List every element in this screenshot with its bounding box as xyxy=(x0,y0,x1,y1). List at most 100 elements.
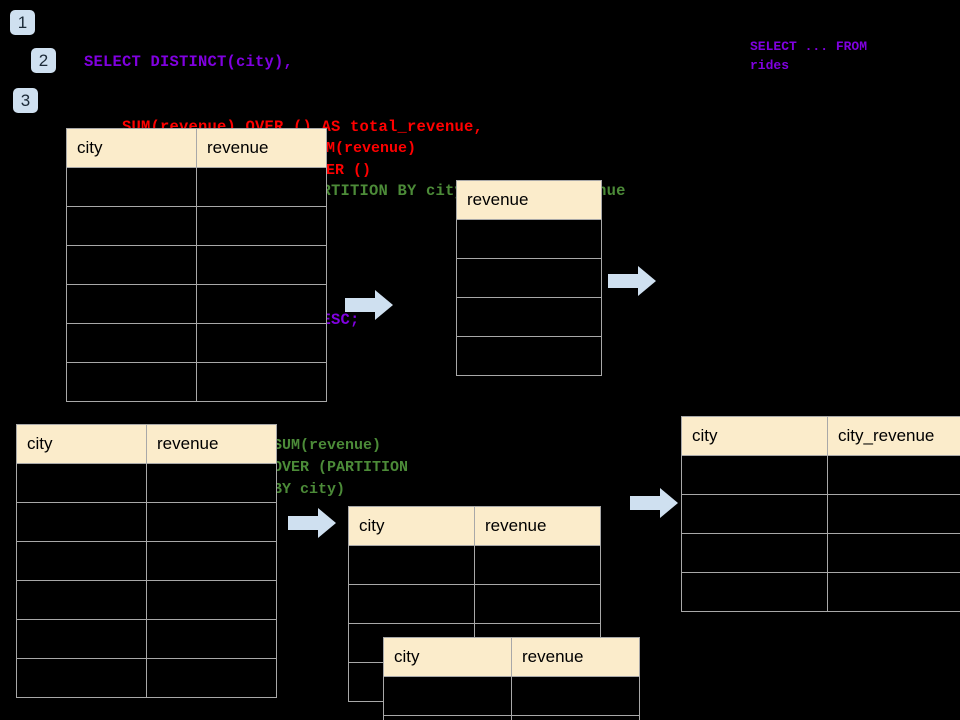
table-cell xyxy=(146,463,277,503)
column-header-revenue: revenue xyxy=(511,637,640,677)
table-cell xyxy=(827,572,960,612)
table-row xyxy=(348,584,601,624)
column-header-city: city xyxy=(681,416,828,456)
table-row xyxy=(681,533,960,573)
step-badge-2: 2 xyxy=(31,48,56,73)
table-total-revenue: revenue xyxy=(456,180,602,376)
table-cell xyxy=(383,715,512,720)
table-cell xyxy=(456,336,602,376)
table-cell xyxy=(474,545,601,585)
table-cell xyxy=(196,284,327,324)
table-row xyxy=(383,715,640,720)
table-row xyxy=(66,284,327,324)
table-rides-bottom: city revenue xyxy=(16,424,277,698)
table-cell xyxy=(827,494,960,534)
table-row xyxy=(16,658,277,698)
table-cell xyxy=(348,545,475,585)
table-cell xyxy=(196,206,327,246)
sidenote-select-from-rides: SELECT ... FROM rides xyxy=(750,39,868,73)
table-cell xyxy=(196,323,327,363)
table-row xyxy=(681,455,960,495)
column-header-city: city xyxy=(348,506,475,546)
table-row xyxy=(383,676,640,716)
table-cell xyxy=(16,619,147,659)
table-header-row: city revenue xyxy=(383,637,640,677)
table-row xyxy=(66,245,327,285)
table-body xyxy=(16,463,277,698)
table-cell xyxy=(16,463,147,503)
table-row xyxy=(66,362,327,402)
table-cell xyxy=(681,572,828,612)
flow-arrow-icon xyxy=(288,508,336,538)
table-row xyxy=(456,258,602,298)
column-header-city-revenue: city_revenue xyxy=(827,416,960,456)
table-cell xyxy=(16,580,147,620)
step-badge-3: 3 xyxy=(13,88,38,113)
table-cell xyxy=(681,494,828,534)
table-body xyxy=(66,167,327,402)
table-header-row: city revenue xyxy=(66,128,327,168)
column-header-revenue: revenue xyxy=(196,128,327,168)
table-cell xyxy=(474,584,601,624)
table-cell xyxy=(827,455,960,495)
column-header-revenue: revenue xyxy=(146,424,277,464)
table-cell xyxy=(146,580,277,620)
flow-arrow-icon xyxy=(345,290,393,320)
table-row xyxy=(16,541,277,581)
table-cell xyxy=(827,533,960,573)
table-cell xyxy=(66,245,197,285)
table-header-row: city revenue xyxy=(348,506,601,546)
sql-line-select: SELECT DISTINCT(city), xyxy=(84,53,294,71)
table-cell xyxy=(66,284,197,324)
column-header-city: city xyxy=(66,128,197,168)
table-header-row: city city_revenue xyxy=(681,416,960,456)
table-cell xyxy=(146,502,277,542)
table-partition-b: city revenue xyxy=(383,637,640,720)
table-cell xyxy=(681,533,828,573)
table-body xyxy=(383,676,640,720)
table-header-row: city revenue xyxy=(16,424,277,464)
table-row xyxy=(66,167,327,207)
table-cell xyxy=(16,541,147,581)
table-row xyxy=(681,494,960,534)
table-body xyxy=(456,219,602,376)
table-cell xyxy=(146,541,277,581)
table-row xyxy=(16,580,277,620)
table-cell xyxy=(16,658,147,698)
table-cell xyxy=(16,502,147,542)
flow-arrow-icon xyxy=(630,488,678,518)
table-cell xyxy=(456,219,602,259)
table-row xyxy=(16,463,277,503)
annotation-partition-window: SUM(revenue) OVER (PARTITION BY city) xyxy=(273,437,409,498)
table-cell xyxy=(146,619,277,659)
table-row xyxy=(456,297,602,337)
table-cell xyxy=(511,715,640,720)
table-row xyxy=(456,336,602,376)
table-cell xyxy=(456,297,602,337)
step-badge-1: 1 xyxy=(10,10,35,35)
column-header-revenue: revenue xyxy=(474,506,601,546)
table-cell xyxy=(348,584,475,624)
table-row xyxy=(66,323,327,363)
table-row xyxy=(66,206,327,246)
table-row xyxy=(681,572,960,612)
column-header-revenue: revenue xyxy=(456,180,602,220)
table-cell xyxy=(511,676,640,716)
table-header-row: revenue xyxy=(456,180,602,220)
table-row xyxy=(348,545,601,585)
table-row xyxy=(456,219,602,259)
table-result: city city_revenue xyxy=(681,416,960,612)
table-cell xyxy=(196,245,327,285)
flow-arrow-icon xyxy=(608,266,656,296)
table-row xyxy=(16,619,277,659)
table-cell xyxy=(66,323,197,363)
table-cell xyxy=(196,362,327,402)
table-rides-top: city revenue xyxy=(66,128,327,402)
table-cell xyxy=(66,206,197,246)
table-row xyxy=(16,502,277,542)
table-cell xyxy=(66,167,197,207)
table-body xyxy=(681,455,960,612)
table-cell xyxy=(681,455,828,495)
table-cell xyxy=(196,167,327,207)
